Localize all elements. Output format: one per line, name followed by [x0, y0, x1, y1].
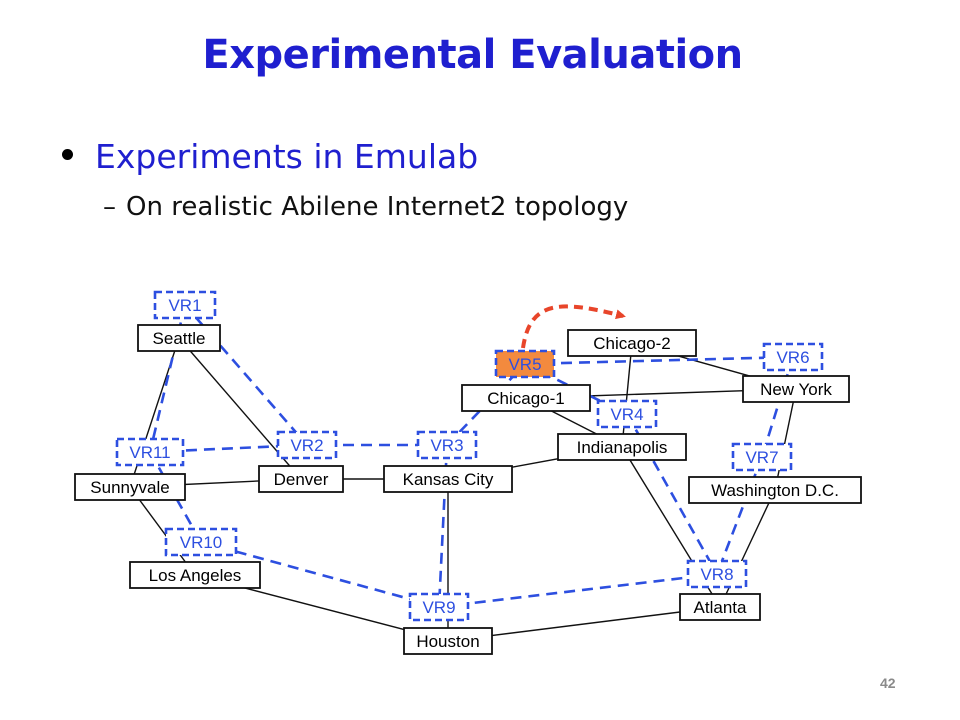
virtual-router-label: VR9 — [422, 598, 455, 617]
virtual-link-vr6-vr7 — [760, 356, 795, 458]
physical-link-sunnyvale-losangeles — [129, 486, 196, 576]
virtual-router-label: VR3 — [430, 436, 463, 455]
virtual-router-vr11: VR11 — [115, 437, 185, 467]
virtual-router-box — [276, 430, 338, 460]
router-indianapolis: Indianapolis — [557, 433, 687, 461]
router-label: Chicago-1 — [487, 389, 565, 408]
router-label: Chicago-2 — [593, 334, 671, 353]
slide-title: Experimental Evaluation — [202, 32, 743, 78]
virtual-router-box — [153, 290, 217, 320]
virtual-router-box — [731, 442, 793, 472]
virtual-router-label: VR1 — [168, 296, 201, 315]
virtual-link-vr1-vr2 — [184, 304, 308, 446]
router-box — [383, 465, 513, 493]
virtual-router-box — [494, 349, 556, 379]
migration-arrow — [521, 304, 626, 349]
router-box — [403, 627, 493, 655]
router-box — [557, 433, 687, 461]
router-houston: Houston — [403, 627, 493, 655]
router-label: Seattle — [153, 329, 206, 348]
router-box — [567, 329, 697, 357]
router-seattle: Seattle — [137, 324, 221, 352]
router-label: Washington D.C. — [711, 481, 839, 500]
router-label: Indianapolis — [577, 438, 668, 457]
virtual-router-label: VR8 — [700, 565, 733, 584]
router-box — [461, 384, 591, 412]
virtual-router-vr9: VR9 — [408, 592, 470, 622]
virtual-router-vr8: VR8 — [686, 559, 748, 589]
router-kansascity: Kansas City — [383, 465, 513, 493]
virtual-router-label: VR6 — [776, 348, 809, 367]
router-label: Houston — [416, 632, 479, 651]
virtual-router-box — [416, 430, 478, 460]
router-sunnyvale: Sunnyvale — [74, 473, 186, 501]
virtual-router-vr10: VR10 — [164, 527, 238, 557]
virtual-link-vr4-vr8 — [625, 413, 719, 575]
router-label: Atlanta — [694, 598, 747, 617]
router-label: Denver — [274, 470, 329, 489]
router-washington: Washington D.C. — [688, 476, 862, 504]
router-box — [137, 324, 221, 352]
virtual-router-box — [762, 342, 824, 372]
physical-link-houston-atlanta — [447, 606, 721, 642]
bullet-text: Experiments in Emulab — [95, 137, 479, 176]
virtual-router-vr5: VR5 — [494, 349, 556, 379]
router-box — [258, 465, 344, 493]
router-atlanta: Atlanta — [679, 593, 761, 621]
virtual-router-vr3: VR3 — [416, 430, 478, 460]
router-label: Kansas City — [403, 470, 494, 489]
router-chicago1: Chicago-1 — [461, 384, 591, 412]
virtual-router-vr4: VR4 — [596, 399, 658, 429]
router-label: Sunnyvale — [90, 478, 169, 497]
virtual-link-vr5-vr6 — [524, 355, 794, 366]
virtual-link-vr10-vr9 — [200, 540, 440, 609]
virtual-router-label: VR10 — [180, 533, 223, 552]
physical-link-chicago2-indianapolis — [621, 342, 633, 448]
virtual-router-vr7: VR7 — [731, 442, 793, 472]
sub-bullet-dash: – — [103, 192, 116, 222]
router-newyork: New York — [742, 375, 850, 403]
router-label: Los Angeles — [149, 566, 242, 585]
physical-link-newyork-washington — [774, 388, 797, 491]
router-box — [679, 593, 761, 621]
physical-link-washington-atlanta — [719, 489, 776, 608]
sub-bullet-text: On realistic Abilene Internet2 topology — [126, 192, 629, 222]
virtual-router-label: VR5 — [508, 355, 541, 374]
virtual-router-box — [164, 527, 238, 557]
virtual-router-vr2: VR2 — [276, 430, 338, 460]
router-box — [129, 561, 261, 589]
virtual-router-label: VR11 — [129, 443, 170, 462]
virtual-link-vr9-vr8 — [438, 572, 718, 609]
virtual-link-vr7-vr8 — [715, 456, 764, 575]
router-box — [742, 375, 850, 403]
virtual-router-label: VR2 — [290, 436, 323, 455]
bullet-dot-icon — [62, 149, 73, 160]
router-box — [688, 476, 862, 504]
page-number: 42 — [880, 675, 896, 691]
virtual-router-box — [686, 559, 748, 589]
virtual-router-box — [408, 592, 470, 622]
router-denver: Denver — [258, 465, 344, 493]
router-box — [74, 473, 186, 501]
virtual-router-label: VR4 — [610, 405, 643, 424]
virtual-router-box — [596, 399, 658, 429]
sub-bullet-item: –On realistic Abilene Internet2 topology — [103, 192, 628, 222]
virtual-router-vr1: VR1 — [153, 290, 217, 320]
bullet-item: Experiments in Emulab — [62, 137, 478, 176]
virtual-router-vr6: VR6 — [762, 342, 824, 372]
router-losangeles: Los Angeles — [129, 561, 261, 589]
router-label: New York — [760, 380, 832, 399]
virtual-router-label: VR7 — [745, 448, 778, 467]
virtual-router-box — [115, 437, 185, 467]
router-chicago2: Chicago-2 — [567, 329, 697, 357]
